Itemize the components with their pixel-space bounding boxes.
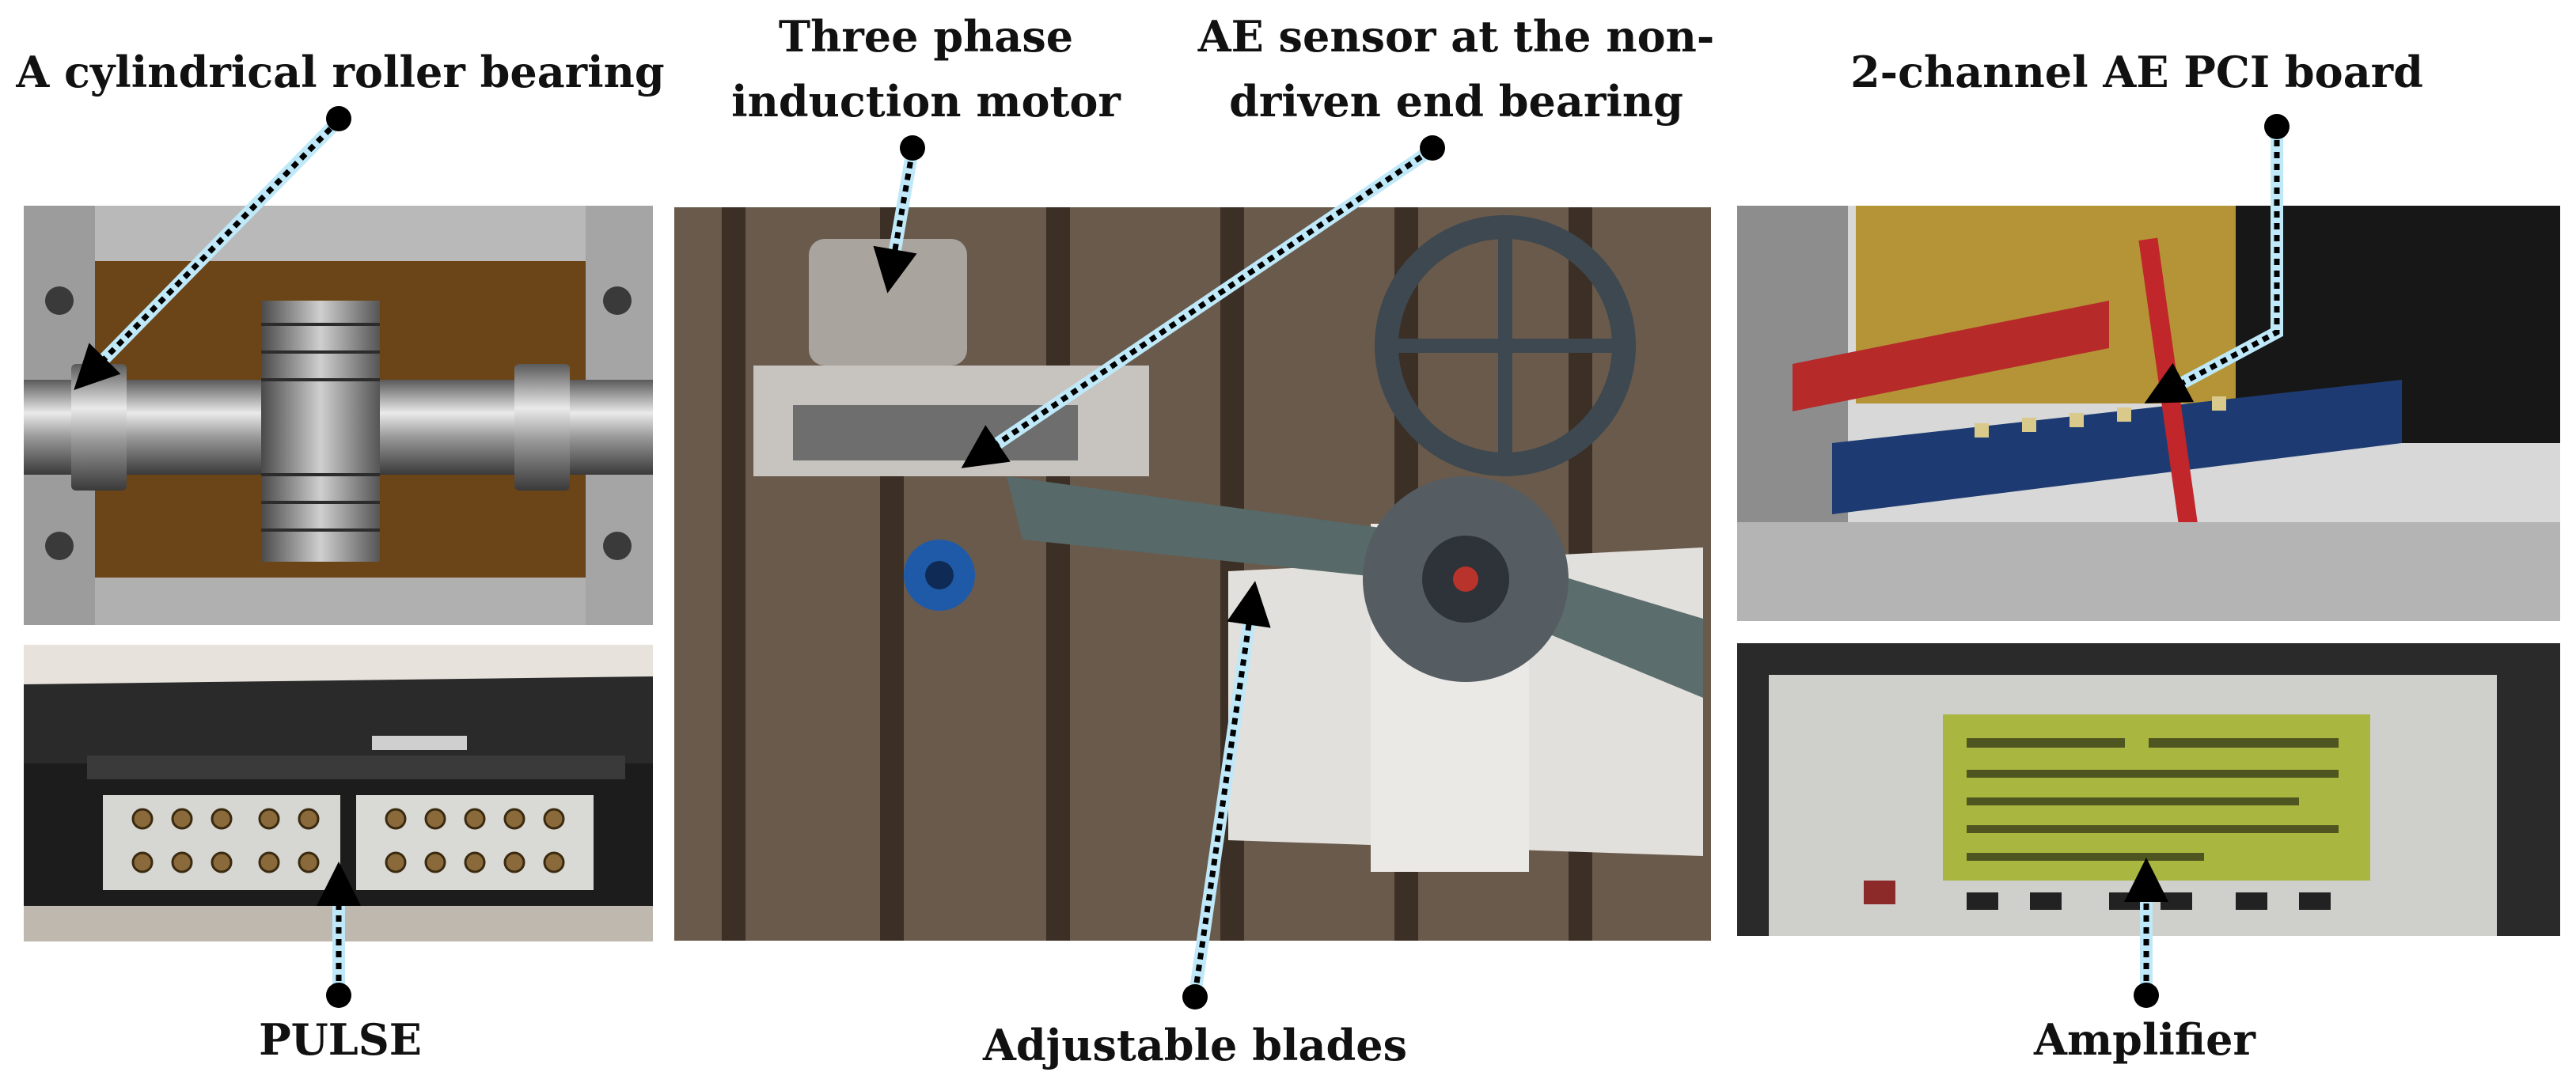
sensor-label-line2: driven end bearing — [1229, 76, 1683, 127]
motor-label-line2: induction motor — [731, 76, 1121, 127]
amplifier-photo — [1737, 643, 2560, 936]
pci-board-photo — [1737, 206, 2560, 621]
bearing-label: A cylindrical roller bearing — [16, 47, 665, 97]
pci-board-label: 2-channel AE PCI board — [1850, 47, 2423, 97]
blades-label: Adjustable blades — [983, 1020, 1407, 1070]
bearing-photo — [24, 206, 653, 625]
pulse-photo — [24, 645, 653, 941]
pulse-label: PULSE — [259, 1014, 422, 1065]
motor-label-line1: Three phase — [778, 11, 1074, 62]
test-rig-photo — [674, 207, 1711, 941]
amplifier-label: Amplifier — [2034, 1014, 2255, 1065]
sensor-label-line1: AE sensor at the non- — [1197, 11, 1715, 62]
